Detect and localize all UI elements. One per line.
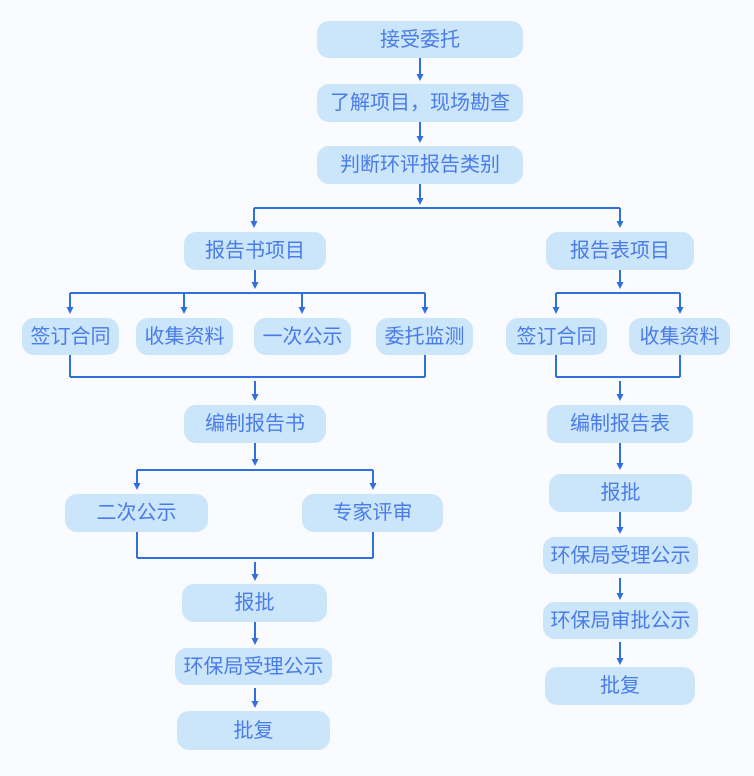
node-report-book-project: 报告书项目 [184, 232, 326, 270]
node-form-compile-report: 编制报告表 [547, 405, 693, 443]
node-accept-commission: 接受委托 [317, 21, 523, 58]
node-book-collect-materials: 收集资料 [136, 318, 233, 355]
node-form-final-approval: 批复 [545, 667, 695, 705]
node-book-first-publicity: 一次公示 [254, 318, 351, 355]
node-book-sign-contract: 签订合同 [22, 318, 119, 355]
node-book-compile-report: 编制报告书 [184, 405, 326, 443]
node-form-epa-approval-publicity: 环保局审批公示 [543, 602, 698, 639]
report-book-branch-connectors [66, 270, 429, 708]
node-book-expert-review: 专家评审 [302, 494, 443, 532]
node-book-epa-acceptance-publicity: 环保局受理公示 [175, 648, 332, 685]
node-book-submit-approval: 报批 [182, 584, 327, 622]
node-judge-report-category: 判断环评报告类别 [317, 146, 523, 184]
node-report-form-project: 报告表项目 [546, 232, 694, 270]
node-form-sign-contract: 签订合同 [506, 318, 607, 355]
node-project-survey: 了解项目，现场勘查 [317, 84, 523, 122]
node-form-collect-materials: 收集资料 [629, 318, 730, 355]
node-book-final-approval: 批复 [177, 711, 330, 750]
node-book-entrust-monitoring: 委托监测 [376, 318, 473, 355]
node-form-submit-approval: 报批 [549, 474, 692, 512]
node-book-second-publicity: 二次公示 [65, 494, 208, 532]
node-form-epa-acceptance-publicity: 环保局受理公示 [543, 537, 698, 574]
